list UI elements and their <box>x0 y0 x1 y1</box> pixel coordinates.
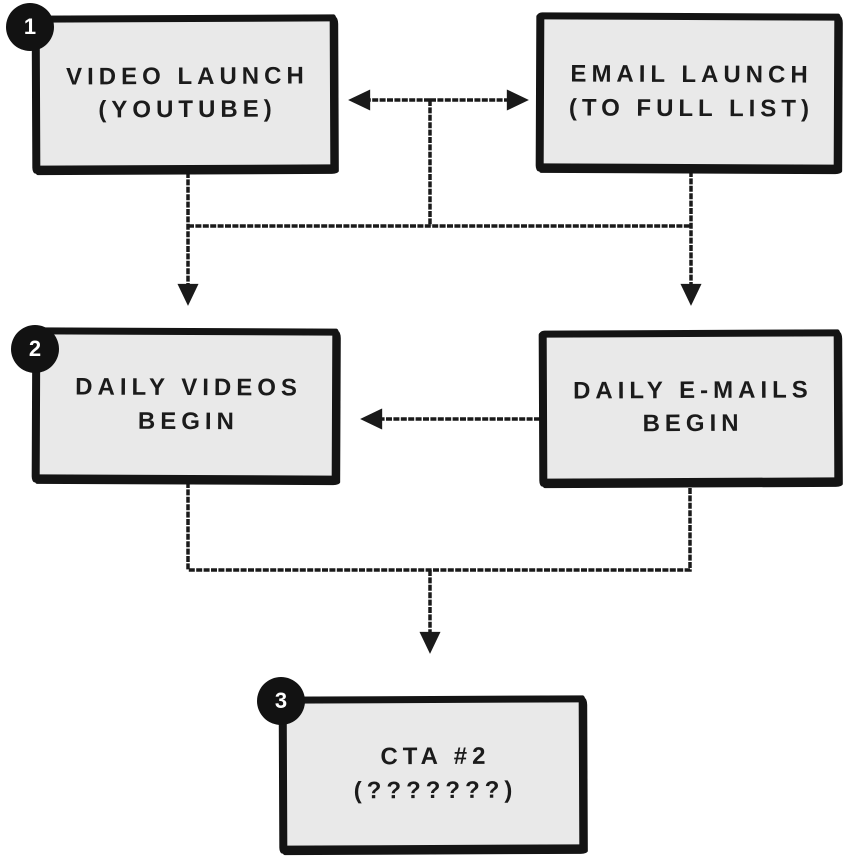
step-badge-2: 2 <box>11 325 59 373</box>
node-daily-emails-line2: BEGIN <box>642 409 744 438</box>
node-daily-emails: DAILY E-MAILS BEGIN <box>539 329 842 486</box>
node-cta-2-line1: CTA #2 <box>380 742 491 771</box>
step-badge-1: 1 <box>6 3 54 51</box>
node-daily-emails-line1: DAILY E-MAILS <box>573 376 813 405</box>
node-daily-videos-line2: BEGIN <box>137 407 239 435</box>
node-email-launch: EMAIL LAUNCH (TO FULL LIST) <box>536 12 842 172</box>
node-daily-videos: DAILY VIDEOS BEGIN <box>32 327 340 483</box>
node-cta-2-line2: (???????) <box>353 776 518 804</box>
node-email-launch-line1: EMAIL LAUNCH <box>570 60 813 89</box>
node-cta-2: CTA #2 (???????) <box>279 695 587 853</box>
node-video-launch-line2: (YOUTUBE) <box>98 95 277 124</box>
node-daily-videos-line1: DAILY VIDEOS <box>75 373 302 402</box>
node-video-launch: VIDEO LAUNCH (YOUTUBE) <box>32 14 338 173</box>
node-email-launch-line2: (TO FULL LIST) <box>568 93 815 123</box>
edge-merge-bar <box>186 482 692 572</box>
node-video-launch-line1: VIDEO LAUNCH <box>66 62 309 91</box>
step-badge-3: 3 <box>257 677 305 725</box>
